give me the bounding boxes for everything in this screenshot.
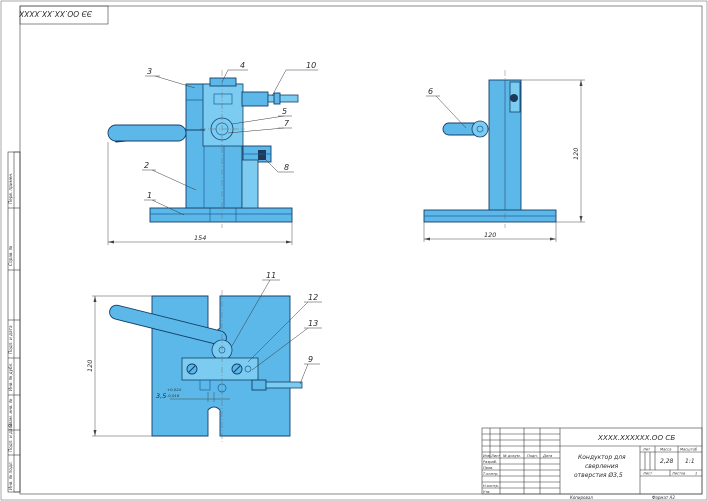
tb-row-label-4: Дата [542,454,552,458]
plan-pin-9 [265,381,303,389]
tb-side-label-3: Н.контр. [483,484,499,488]
tb-scale: 1:1 [685,458,695,465]
callout-1: 1 [147,191,152,200]
inner-frame [19,5,703,495]
tb-header-mass: Масса [660,448,671,452]
callout-9: 9 [308,355,313,364]
tb-side-label-2: Т.контр. [483,472,499,476]
tb-sheet-label: Лист [642,472,653,476]
tb-sheets-count: 1 [695,472,697,476]
side-label-1: Справ. № [8,245,13,266]
tb-mass: 2,28 [660,458,674,465]
front-base-plate [149,207,293,223]
side-label-6: Инв. № подл. [8,461,13,490]
top-stamp-code: ЭЭ ОО.ХХ.ХХ.ХХХХ [18,9,93,18]
callout-8: 8 [284,163,289,172]
dim-side-width: 120 [484,231,496,239]
dim-front-width: 154 [194,234,206,242]
callout-7: 7 [284,119,290,128]
side-label-0: Перв. примен. [8,173,13,204]
tb-side-label-4: Утв. [483,490,491,494]
callout-11: 11 [266,271,276,280]
dim-plan-height: 120 [86,360,94,372]
front-callouts: 3 4 10 5 7 8 2 1 [142,61,318,216]
tb-sheets-label: Листов [671,472,685,476]
dim-side-height: 120 [572,148,580,160]
dim-tolerance-upper: +0,024 [167,387,182,392]
side-label-5: Подп. и дата [8,423,13,452]
tb-side-label-0: Разраб. [483,460,497,464]
callout-13: 13 [308,319,318,328]
tb-name-line-2: отверстия Ø3,5 [574,472,623,479]
callout-3: 3 [147,67,152,76]
tb-side-label-1: Пров. [483,466,493,470]
callout-2: 2 [144,161,149,170]
callout-6: 6 [428,87,433,96]
callout-4: 4 [240,61,245,70]
tb-row-label-0: Изм. [483,454,491,458]
plan-view: 120 3,5 +0,024 -0,016 11 12 13 9 [86,271,322,442]
side-label-2: Подп. и дата [8,325,13,354]
side-view: 120 120 6 [423,70,585,242]
callout-5: 5 [282,107,287,116]
side-label-4: Взам. инв. № [8,398,13,427]
callout-10: 10 [306,61,316,70]
side-label-3: Инв. № дубл. [8,362,13,391]
left-side-strip: Перв. примен. Справ. № Подп. и дата Инв.… [7,151,21,493]
tb-row-label-2: № докум. [502,454,521,458]
tb-name-line-0: Кондуктор для [578,454,626,461]
tb-name-line-1: сверления [585,463,619,470]
front-pin-10 [267,94,299,103]
tb-header-lit: Лит [642,448,651,452]
tb-designation: ХХХХ.ХХХХХХ.ОО СБ [597,433,675,442]
tb-row-label-1: Лист [490,454,501,458]
tb-header-scale: Масштаб [680,448,698,452]
top-stamp: ЭЭ ОО.ХХ.ХХ.ХХХХ [18,5,109,25]
front-view: 154 [107,70,299,245]
title-block: Изм. Лист № докум. Подп. Дата Разраб. Пр… [481,427,703,500]
tb-copied: Копировал [570,495,593,500]
dim-tolerance-lower: -0,016 [167,393,180,398]
plan-clamp-body [181,357,259,381]
tb-format: Формат А3 [652,495,675,500]
callout-12: 12 [308,293,318,302]
plan-lever-handle [109,304,227,346]
dim-tolerance-base: 3,5 [156,392,166,400]
tb-row-label-3: Подп. [527,454,538,458]
